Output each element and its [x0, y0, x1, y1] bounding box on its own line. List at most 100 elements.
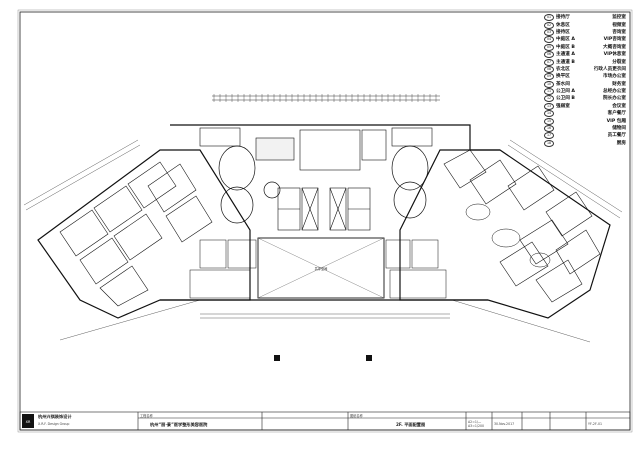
legend-label-right: 市场办公室 — [603, 74, 626, 80]
right-wing-rooms — [443, 149, 601, 303]
legend-number: 11 — [544, 88, 554, 96]
legend-label-left: 中庭区 A — [556, 37, 575, 43]
reception-circles — [218, 145, 429, 224]
legend-row: 17 员工餐厅 — [544, 132, 626, 140]
left-wing-rooms — [59, 161, 213, 307]
room-outline — [535, 259, 583, 303]
legend-label-left: 接待区 — [556, 29, 570, 35]
legend-number: 16 — [544, 125, 554, 133]
south-rooms — [189, 239, 447, 299]
sheet-border — [19, 11, 631, 431]
legend-label-left: 公卫间 B — [556, 96, 575, 102]
legend-label-left: 换平区 — [556, 74, 570, 80]
drawing-name: 2F. 平面配置图 — [396, 422, 426, 427]
legend-label-right: 储物间 — [612, 126, 626, 132]
room-outline — [469, 159, 517, 205]
legend-row: 16 储物间 — [544, 125, 626, 133]
legend-label-left: 茶水间 — [556, 81, 570, 87]
legend-label-left: 强弱室 — [556, 103, 570, 109]
legend-number: 12 — [544, 95, 554, 103]
legend-label-right: 财务室 — [612, 81, 626, 87]
legend-number: 07 — [544, 58, 554, 66]
legend-number: 06 — [544, 51, 554, 59]
legend-label-left: 休息区 — [556, 22, 570, 28]
room-outline — [127, 161, 177, 209]
dining-tables — [465, 203, 551, 268]
legend-number: 17 — [544, 132, 554, 140]
legend-label-left: 公卫间 A — [556, 89, 575, 95]
legend-label-right: VIP咨询室 — [603, 37, 626, 43]
legend-label-right: 厨房 — [616, 140, 626, 146]
legend-label-left: 中庭区 B — [556, 44, 575, 50]
legend-label-right: 大概咨询室 — [603, 44, 626, 50]
room-outline — [507, 165, 555, 211]
atrium — [257, 237, 385, 299]
legend-label-right: 员工餐厅 — [607, 133, 626, 139]
room-outline — [147, 163, 197, 213]
legend-label-right: 监控室 — [612, 15, 626, 21]
dimension-ticks — [213, 94, 437, 102]
legend-number: 03 — [544, 28, 554, 36]
room-outline — [79, 237, 129, 285]
room-outline — [113, 213, 163, 261]
left-wing-dimensions — [23, 139, 201, 341]
legend-label-right: 视频室 — [612, 22, 626, 28]
drawing-number: YF-2F-01 — [588, 422, 602, 426]
legend-number: 09 — [544, 73, 554, 81]
bottom-dimension-line — [200, 313, 450, 319]
room-outline — [59, 209, 109, 257]
room-outline — [99, 265, 149, 307]
project-label: 工程名称 — [140, 414, 153, 418]
legend-label-right: 分裂室 — [612, 59, 626, 65]
room-outline — [499, 241, 549, 287]
company-name: 杭州兴祺装饰设计 — [38, 414, 72, 419]
company-name-en: X.R.F. Design Group — [38, 422, 70, 426]
legend-number: 13 — [544, 102, 554, 110]
legend-label-left: 主通道 A — [556, 52, 575, 58]
building-outline — [37, 124, 611, 319]
title-block — [19, 411, 631, 431]
company-logo-text: XR — [26, 420, 31, 424]
legend-label-left: 主通道 B — [556, 59, 575, 65]
legend-label-right: 院长办公室 — [603, 96, 626, 102]
legend-number: 15 — [544, 117, 554, 125]
room-outline — [519, 219, 569, 265]
legend-label-left: 接待厅 — [556, 15, 570, 21]
legend-number: 02 — [544, 21, 554, 29]
room-outline — [443, 149, 487, 189]
elevator-core — [277, 187, 371, 231]
date-value: 30.Nov.2017 — [494, 422, 515, 426]
sheet-outer-border — [17, 9, 633, 433]
legend-number: 14 — [544, 110, 554, 118]
room-outline — [545, 191, 593, 237]
right-wing-dimensions — [451, 139, 623, 343]
room-outline — [555, 229, 601, 275]
legend-label-left: 农北区 — [556, 66, 570, 72]
legend-number: 05 — [544, 43, 554, 51]
atrium-label: 共享空间 — [315, 266, 328, 271]
legend-number: 08 — [544, 65, 554, 73]
legend-number: 10 — [544, 80, 554, 88]
company-logo — [22, 414, 34, 428]
legend-label-right: 行政人员更衣间 — [593, 66, 626, 72]
legend-label-right: 会议室 — [612, 103, 626, 109]
legend-label-right: 总经办公室 — [603, 89, 626, 95]
bottom-section-markers — [274, 355, 372, 361]
legend-label-right: 咨询室 — [612, 29, 626, 35]
